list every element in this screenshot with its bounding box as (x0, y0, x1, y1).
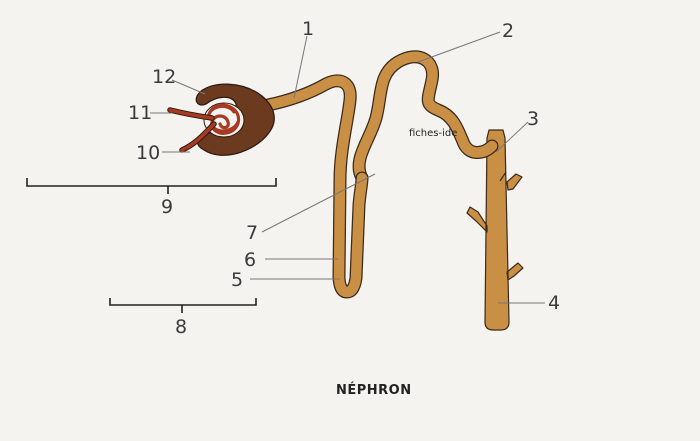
label-8: 8 (175, 316, 187, 338)
leader-lines (150, 31, 545, 304)
collecting-duct (466, 129, 524, 331)
label-6: 6 (244, 249, 256, 271)
watermark-text: fiches-ide (409, 128, 457, 139)
label-7: 7 (246, 222, 258, 244)
label-5: 5 (231, 269, 243, 291)
label-9: 9 (161, 196, 173, 218)
label-4: 4 (548, 292, 560, 314)
label-3: 3 (527, 108, 539, 130)
bracket-8 (109, 298, 257, 313)
bracket-9 (26, 178, 277, 194)
label-10: 10 (136, 142, 160, 164)
label-1: 1 (302, 18, 314, 40)
label-2: 2 (502, 20, 514, 42)
label-11: 11 (128, 102, 152, 124)
diagram-title: NÉPHRON (336, 382, 412, 398)
glomerulus (203, 102, 245, 138)
label-12: 12 (152, 66, 176, 88)
